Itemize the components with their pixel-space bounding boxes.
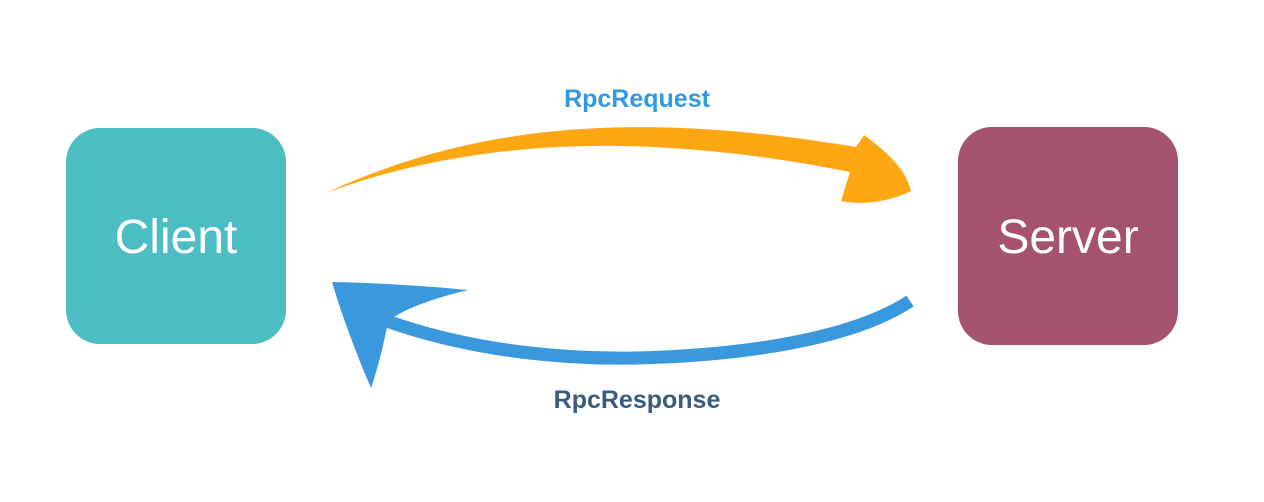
client-node-label: Client — [115, 211, 238, 264]
response-arrow-tail — [381, 295, 914, 365]
request-arrow — [326, 127, 911, 203]
response-arrow-label: RpcResponse — [554, 386, 721, 414]
server-node-label: Server — [997, 211, 1138, 264]
request-arrow-label: RpcRequest — [564, 85, 711, 113]
response-arrow-head — [332, 282, 468, 388]
server-node — [958, 127, 1178, 345]
client-node — [66, 128, 286, 344]
